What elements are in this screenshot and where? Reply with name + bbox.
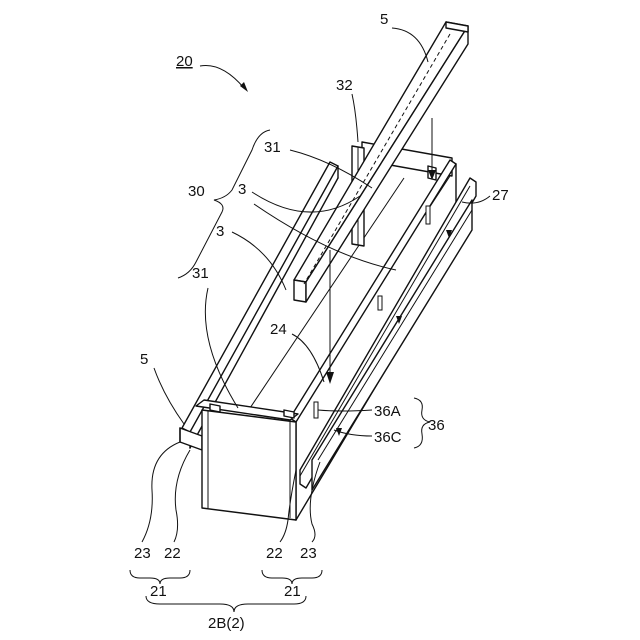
brace-left-21 bbox=[130, 570, 190, 584]
label-20: 20 bbox=[176, 53, 193, 70]
label-5-top: 5 bbox=[380, 11, 388, 28]
leader-32 bbox=[352, 94, 358, 142]
label-21-left: 21 bbox=[150, 583, 167, 600]
label-27: 27 bbox=[492, 187, 509, 204]
leader-23-left bbox=[142, 442, 180, 542]
leader-20 bbox=[200, 65, 244, 88]
tab-front-left bbox=[210, 404, 220, 412]
slot-1 bbox=[426, 206, 430, 224]
label-22-left: 22 bbox=[164, 545, 181, 562]
brace-30 bbox=[178, 130, 270, 278]
label-36: 36 bbox=[428, 417, 445, 434]
slot-2 bbox=[378, 296, 382, 310]
label-30: 30 bbox=[188, 183, 205, 200]
front-end-wall bbox=[202, 410, 296, 520]
leader-20-arrowhead bbox=[240, 82, 248, 92]
brace-right-21 bbox=[262, 570, 322, 584]
label-36a: 36A bbox=[374, 403, 401, 420]
label-23-right: 23 bbox=[300, 545, 317, 562]
label-23-left: 23 bbox=[134, 545, 151, 562]
label-3-lower: 3 bbox=[216, 223, 224, 240]
label-32: 32 bbox=[336, 77, 353, 94]
brace-2b bbox=[146, 596, 306, 612]
arrow-24-head bbox=[326, 372, 334, 384]
label-2b: 2B(2) bbox=[208, 615, 245, 632]
slot-3 bbox=[314, 402, 318, 418]
leader-22-left bbox=[174, 450, 190, 542]
leader-5-top bbox=[392, 28, 428, 62]
label-5-left: 5 bbox=[140, 351, 148, 368]
label-22-right: 22 bbox=[266, 545, 283, 562]
tab-front-right bbox=[284, 410, 294, 418]
label-24: 24 bbox=[270, 321, 287, 338]
label-3-upper: 3 bbox=[238, 181, 246, 198]
label-21-right: 21 bbox=[284, 583, 301, 600]
leader-5-left bbox=[154, 368, 184, 424]
label-31-upper: 31 bbox=[264, 139, 281, 156]
label-31-lower: 31 bbox=[192, 265, 209, 282]
label-36c: 36C bbox=[374, 429, 402, 446]
